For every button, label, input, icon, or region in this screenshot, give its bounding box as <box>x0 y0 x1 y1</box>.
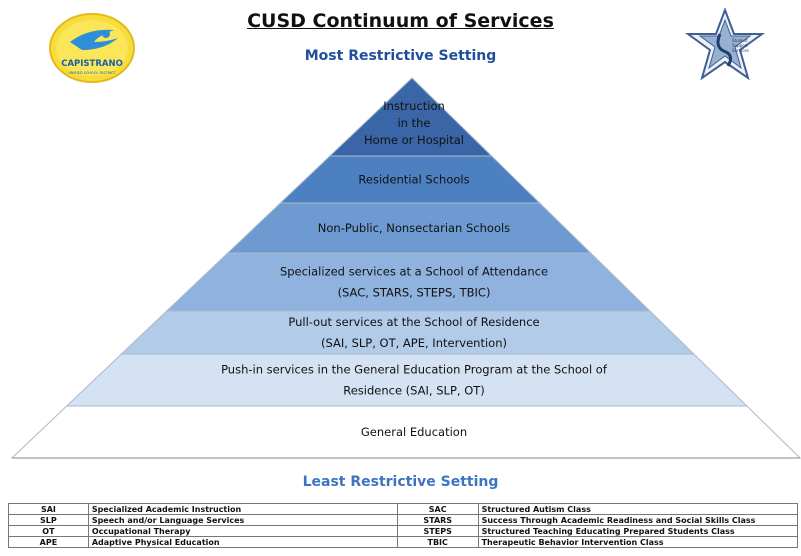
tier-label: Pull-out services at the School of Resid… <box>288 315 539 329</box>
legend-abbreviation: SAI <box>8 503 89 515</box>
legend-definition: Success Through Academic Readiness and S… <box>477 514 799 526</box>
tier-label: Specialized services at a School of Atte… <box>280 265 548 279</box>
legend-abbreviation: SAC <box>396 503 479 515</box>
legend-abbreviation: STARS <box>396 514 479 526</box>
legend-definition: Adaptive Physical Education <box>87 536 398 548</box>
legend-definition: Occupational Therapy <box>87 525 398 537</box>
svg-text:CAPISTRANO: CAPISTRANO <box>61 59 123 69</box>
legend-definition: Structured Autism Class <box>477 503 799 515</box>
most-restrictive-label: Most Restrictive Setting <box>304 48 497 64</box>
legend-definition: Structured Teaching Educating Prepared S… <box>477 525 799 537</box>
tier-label: (SAI, SLP, OT, APE, Intervention) <box>321 336 507 350</box>
pyramid-tier <box>165 252 652 312</box>
legend-abbreviation: SLP <box>8 514 89 526</box>
tier-label: Non-Public, Nonsectarian Schools <box>318 221 510 235</box>
legend-definition: Specialized Academic Instruction <box>87 503 398 515</box>
svg-text:Support: Support <box>732 43 748 48</box>
student-support-services-logo: Student Support Services <box>684 7 766 82</box>
svg-text:Services: Services <box>732 48 749 53</box>
svg-text:Student: Student <box>732 38 748 43</box>
tier-label: Residential Schools <box>358 173 469 187</box>
tier-label: Push-in services in the General Educatio… <box>221 363 608 377</box>
capistrano-logo: CAPISTRANO UNIFIED SCHOOL DISTRICT <box>48 12 136 84</box>
legend-abbreviation: TBIC <box>396 536 479 548</box>
legend-definition: Speech and/or Language Services <box>87 514 398 526</box>
tier-label: (SAC, STARS, STEPS, TBIC) <box>338 286 491 300</box>
page-title: CUSD Continuum of Services <box>247 10 554 32</box>
svg-text:UNIFIED SCHOOL DISTRICT: UNIFIED SCHOOL DISTRICT <box>68 71 116 75</box>
tier-label: General Education <box>361 425 467 439</box>
legend-abbreviation: STEPS <box>396 525 479 537</box>
tier-label: Residence (SAI, SLP, OT) <box>343 384 485 398</box>
tier-label: in the <box>397 116 430 130</box>
tier-label: Home or Hospital <box>364 133 464 147</box>
tier-label: Instruction <box>383 99 445 113</box>
legend-abbreviation: OT <box>8 525 89 537</box>
legend-definition: Therapeutic Behavior Intervention Class <box>477 536 799 548</box>
legend-abbreviation: APE <box>8 536 89 548</box>
least-restrictive-label: Least Restrictive Setting <box>302 474 499 490</box>
